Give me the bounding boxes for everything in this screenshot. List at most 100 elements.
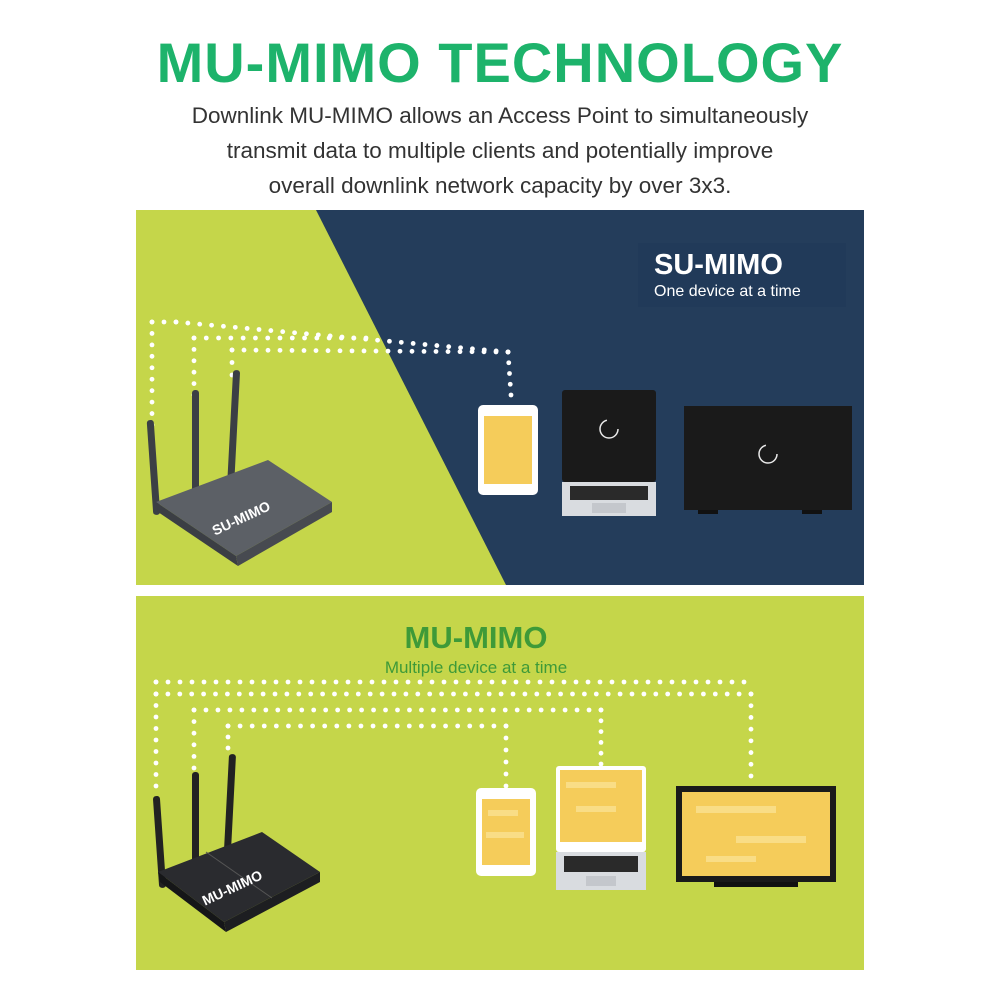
page-title: MU-MIMO TECHNOLOGY	[156, 31, 844, 94]
signal-dot	[574, 707, 580, 713]
signal-dot	[537, 679, 543, 685]
mu-mimo-title: MU-MIMO	[404, 620, 548, 655]
signal-dot	[332, 691, 337, 697]
signal-dot	[598, 707, 604, 713]
signal-dot	[562, 707, 568, 713]
signal-dot	[191, 358, 197, 364]
signal-dot	[748, 761, 754, 767]
signal-dot	[491, 723, 497, 729]
mu-mimo-label: MU-MIMO Multiple device at a time	[356, 620, 596, 680]
signal-dot	[397, 348, 403, 354]
signal-dot	[284, 691, 290, 697]
signal-dot	[474, 691, 480, 697]
signal-dot	[490, 707, 496, 713]
signal-dot	[406, 723, 412, 729]
signal-dot	[185, 320, 191, 326]
signal-dot	[191, 369, 197, 375]
signal-dot	[229, 347, 235, 353]
signal-dot	[320, 691, 325, 697]
signal-dot	[344, 691, 349, 697]
signal-dot	[453, 679, 459, 685]
signal-dot	[201, 691, 206, 697]
signal-dot	[225, 745, 231, 751]
signal-dot	[503, 747, 509, 753]
signal-dot	[253, 347, 259, 353]
signal-dot	[371, 707, 376, 713]
signal-dot	[641, 691, 647, 697]
signal-dot	[410, 341, 416, 346]
signal-dot	[277, 347, 283, 353]
signal-dot	[598, 761, 604, 767]
signal-dot	[191, 335, 197, 341]
signal-dot	[369, 679, 375, 685]
signal-dot	[598, 750, 604, 756]
signal-dot	[177, 691, 183, 697]
signal-dot	[417, 679, 423, 685]
signal-dot	[153, 772, 159, 777]
signal-dot	[225, 734, 231, 740]
tablet	[476, 788, 536, 876]
signal-dot	[498, 691, 504, 697]
signal-dot	[513, 679, 519, 685]
signal-dot	[431, 723, 436, 729]
signal-dot	[573, 679, 579, 685]
signal-dot	[505, 349, 511, 355]
signal-dot	[705, 679, 711, 685]
signal-dot	[153, 691, 159, 697]
su-mimo-label-box: SU-MIMO One device at a time	[638, 243, 846, 307]
signal-dot	[236, 691, 242, 697]
signal-dot	[455, 723, 461, 729]
signal-dot	[712, 691, 718, 697]
signal-dot	[665, 691, 671, 697]
signal-dot	[321, 679, 327, 685]
signal-dot	[479, 723, 485, 729]
signal-dot	[629, 691, 635, 697]
signal-dot	[446, 344, 452, 350]
signal-dot	[621, 679, 627, 685]
signal-dot	[391, 691, 397, 697]
signal-dot	[748, 703, 754, 709]
signal-dot	[427, 691, 433, 697]
signal-dot	[469, 349, 475, 355]
signal-dot	[454, 707, 460, 713]
signal-dot	[298, 723, 303, 729]
su-mimo-panel: SU-MIMO SU-MIMO One device at a time	[136, 210, 864, 585]
signal-dot	[729, 679, 735, 685]
signal-dot	[253, 335, 258, 341]
signal-dot	[693, 679, 699, 685]
signal-dot	[304, 331, 309, 337]
signal-dot	[232, 324, 238, 330]
signal-dot	[302, 335, 307, 341]
signal-dot	[313, 348, 319, 354]
signal-dot	[748, 715, 754, 720]
signal-dot	[323, 707, 329, 713]
signal-dot	[503, 735, 509, 741]
signal-dot	[334, 723, 340, 729]
signal-dot	[237, 723, 243, 729]
signal-dot	[486, 691, 492, 697]
signal-dot	[239, 707, 245, 713]
signal-dot	[153, 760, 159, 766]
mu-mimo-panel: MU-MIMO MU-MIMO M	[136, 596, 864, 970]
signal-dot	[538, 707, 544, 713]
signal-dot	[191, 719, 197, 724]
signal-dot	[228, 335, 234, 341]
signal-dot	[256, 327, 262, 332]
signal-dot	[153, 679, 159, 685]
signal-dot	[189, 679, 195, 685]
signal-dot	[268, 328, 274, 333]
signal-dot	[225, 691, 230, 697]
signal-dot	[289, 348, 295, 353]
signal-dot	[598, 740, 604, 745]
signal-dot	[395, 707, 400, 713]
signal-dot	[597, 679, 603, 685]
signal-dot	[478, 707, 484, 713]
signal-dot	[367, 691, 373, 697]
signal-dot	[263, 707, 269, 713]
signal-dot	[299, 707, 305, 713]
signal-dot	[681, 679, 687, 685]
signal-dot	[510, 691, 516, 697]
signal-dot	[149, 388, 155, 394]
signal-dot	[748, 773, 754, 779]
signal-dot	[261, 723, 267, 729]
